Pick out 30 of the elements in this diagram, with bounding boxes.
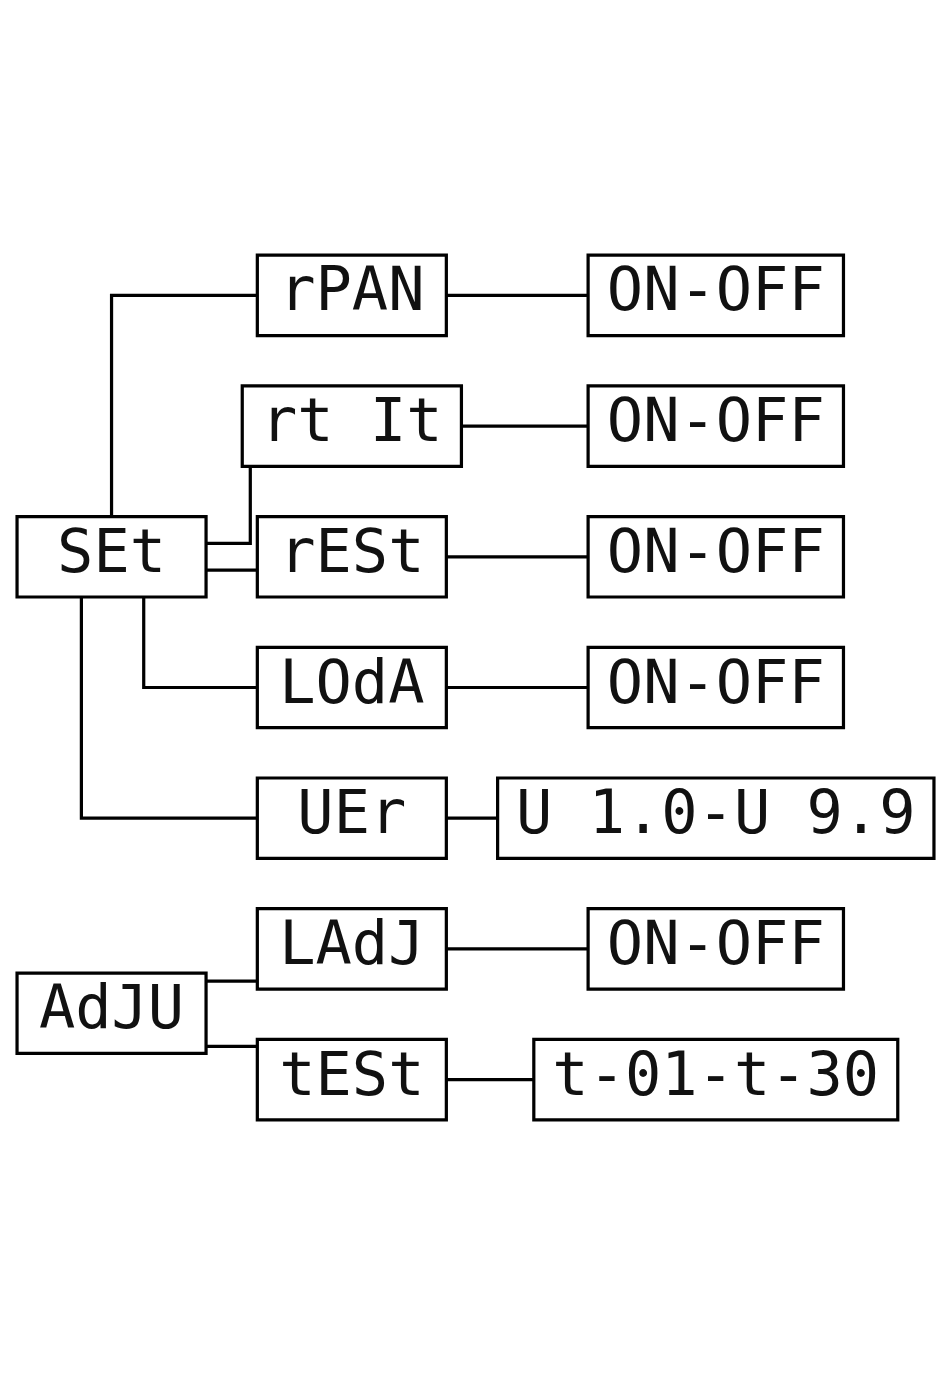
node-box: rESt (255, 514, 448, 599)
node-box: ON-OFF (586, 383, 845, 468)
connector (446, 816, 497, 820)
connector (206, 1044, 257, 1048)
connector (141, 596, 257, 689)
node-box: ON-OFF (586, 514, 845, 599)
node-box: rPAN (255, 253, 448, 337)
connector (205, 466, 252, 545)
node-box: t-01-t-30 (531, 1037, 899, 1121)
node-box: ON-OFF (586, 253, 845, 337)
connector (446, 554, 588, 558)
connector (446, 946, 588, 950)
node-box: U 1.0-U 9.9 (495, 775, 936, 860)
connector (446, 685, 588, 689)
node-box: SEt (14, 514, 208, 599)
connector (206, 978, 257, 983)
node-box: LAdJ (255, 906, 448, 991)
connector (206, 568, 257, 572)
connector (446, 293, 588, 297)
node-box: rt It (240, 383, 463, 468)
node-box: ON-OFF (586, 906, 845, 991)
connector (79, 596, 257, 820)
connector (109, 293, 257, 516)
connector (446, 1077, 533, 1081)
node-box: tESt (255, 1037, 448, 1121)
connector (461, 424, 588, 428)
node-box: AdJU (14, 970, 208, 1055)
node-box: UEr (255, 775, 448, 860)
node-box: LOdA (255, 645, 448, 729)
node-box: ON-OFF (586, 645, 845, 729)
